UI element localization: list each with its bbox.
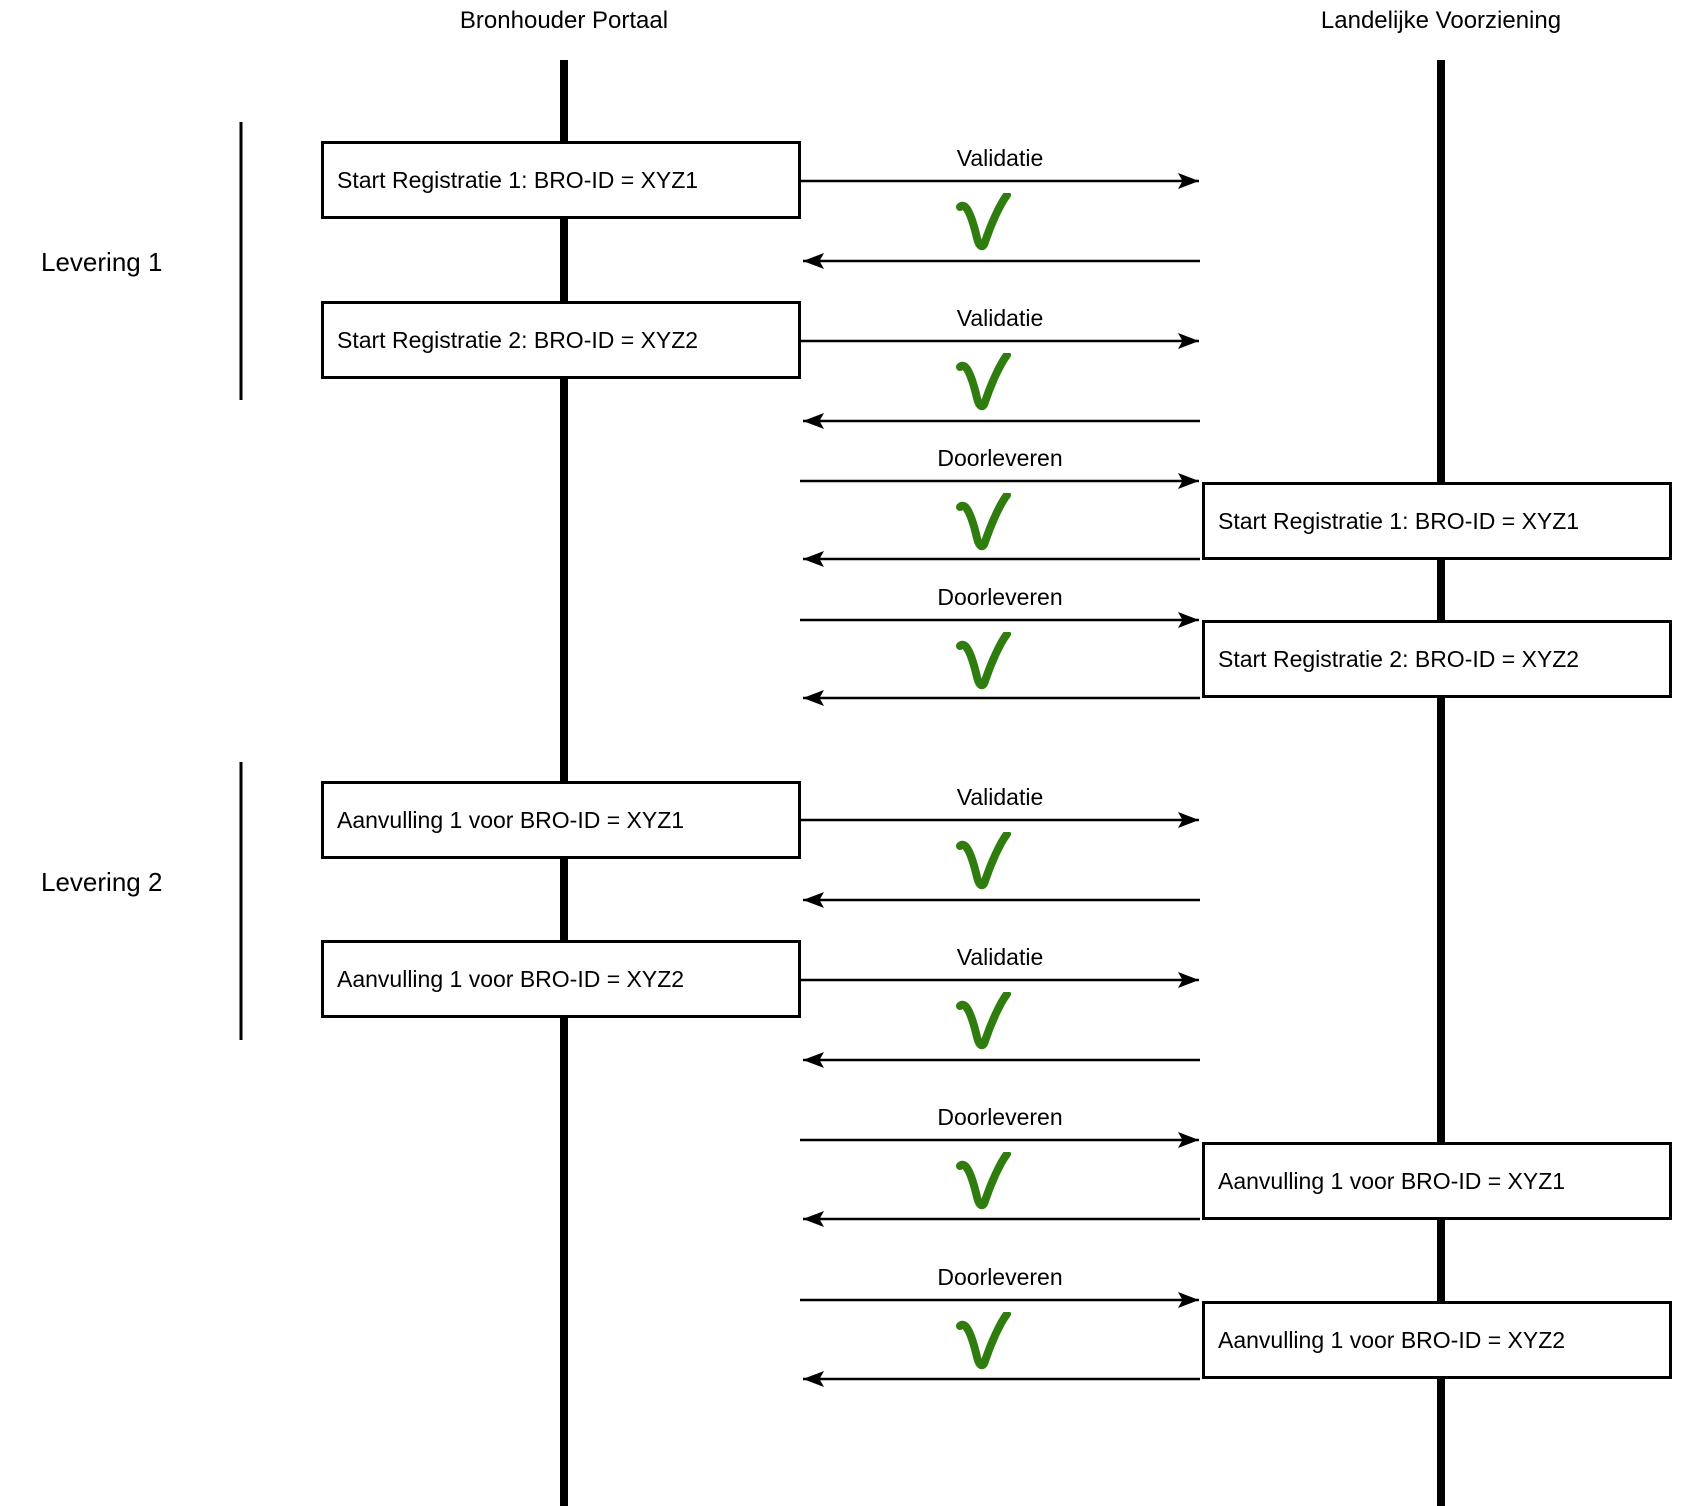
- lifeline-header-landelijke-voorziening: Landelijke Voorziening: [1320, 7, 1562, 34]
- message-box-left-start-registratie-2: Start Registratie 2: BRO-ID = XYZ2: [321, 301, 801, 379]
- message-box-right-aanvulling-1-xyz1: Aanvulling 1 voor BRO-ID = XYZ1: [1202, 1142, 1672, 1220]
- success-checkmark-icon-7: [960, 1154, 1007, 1205]
- message-box-left-aanvulling-1-xyz1: Aanvulling 1 voor BRO-ID = XYZ1: [321, 781, 801, 859]
- lifeline-header-bronhouder-portaal: Bronhouder Portaal: [459, 7, 669, 34]
- message-box-label: Start Registratie 2: BRO-ID = XYZ2: [1218, 645, 1580, 672]
- success-checkmark-icon-3: [960, 495, 1007, 546]
- message-box-left-aanvulling-1-xyz2: Aanvulling 1 voor BRO-ID = XYZ2: [321, 940, 801, 1018]
- success-checkmark-icon-8: [960, 1314, 1007, 1365]
- arrow-label-validatie-2: Validatie: [956, 305, 1044, 331]
- success-checkmark-icon-1: [960, 195, 1007, 246]
- arrow-label-doorleveren-2: Doorleveren: [937, 584, 1063, 610]
- arrow-label-validatie-1: Validatie: [956, 145, 1044, 171]
- success-checkmark-icon-4: [960, 634, 1007, 685]
- arrow-label-doorleveren-3: Doorleveren: [937, 1104, 1063, 1130]
- message-box-right-aanvulling-1-xyz2: Aanvulling 1 voor BRO-ID = XYZ2: [1202, 1301, 1672, 1379]
- message-box-label: Start Registratie 1: BRO-ID = XYZ1: [337, 166, 699, 193]
- group-label-levering-1: Levering 1: [41, 247, 163, 277]
- message-box-label: Start Registratie 1: BRO-ID = XYZ1: [1218, 507, 1580, 534]
- success-checkmark-icon-6: [960, 994, 1007, 1045]
- message-box-label: Aanvulling 1 voor BRO-ID = XYZ1: [337, 806, 685, 833]
- message-box-left-start-registratie-1: Start Registratie 1: BRO-ID = XYZ1: [321, 141, 801, 219]
- message-box-label: Aanvulling 1 voor BRO-ID = XYZ2: [337, 965, 685, 992]
- arrow-label-doorleveren-1: Doorleveren: [937, 445, 1063, 471]
- arrow-label-validatie-4: Validatie: [956, 944, 1044, 970]
- success-checkmark-icon-2: [960, 355, 1007, 406]
- message-box-right-start-registratie-1: Start Registratie 1: BRO-ID = XYZ1: [1202, 482, 1672, 560]
- message-box-right-start-registratie-2: Start Registratie 2: BRO-ID = XYZ2: [1202, 620, 1672, 698]
- message-box-label: Aanvulling 1 voor BRO-ID = XYZ1: [1218, 1167, 1566, 1194]
- arrow-label-validatie-3: Validatie: [956, 784, 1044, 810]
- message-box-label: Start Registratie 2: BRO-ID = XYZ2: [337, 326, 699, 353]
- group-label-levering-2: Levering 2: [41, 867, 163, 897]
- message-box-label: Aanvulling 1 voor BRO-ID = XYZ2: [1218, 1326, 1566, 1353]
- arrow-label-doorleveren-4: Doorleveren: [937, 1264, 1063, 1290]
- success-checkmark-icon-5: [960, 834, 1007, 885]
